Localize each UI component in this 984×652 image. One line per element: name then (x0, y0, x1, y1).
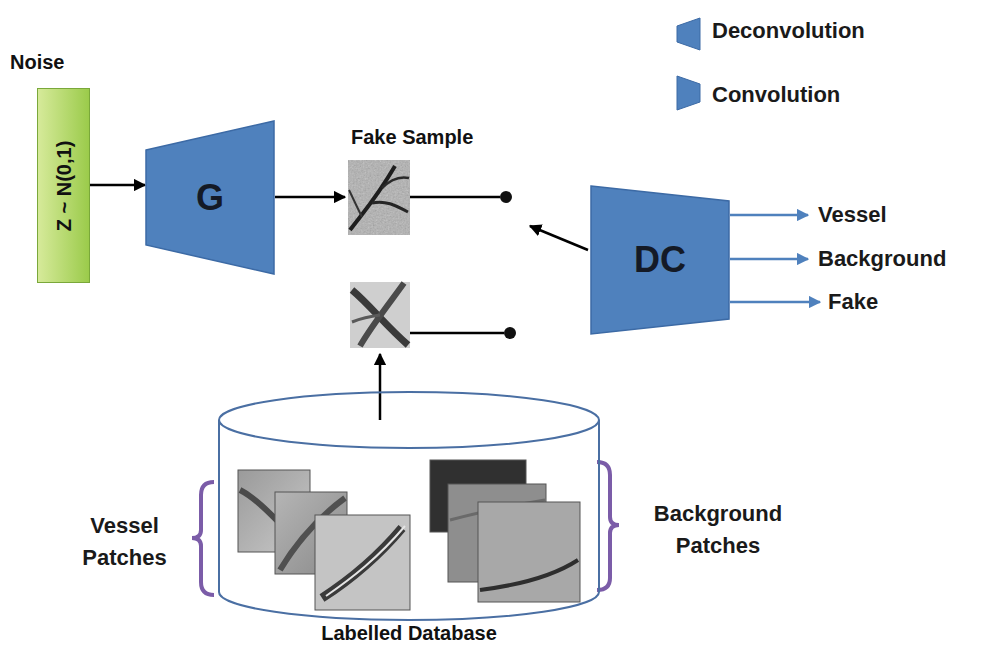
database-cylinder (218, 390, 600, 648)
node-trapDown: DC (590, 185, 730, 335)
switch-wire (410, 196, 500, 199)
bracket (192, 482, 214, 595)
output-arrow (730, 301, 820, 304)
noise-bar: Z ~ N(0,1) (37, 88, 90, 283)
legend-text: Convolution (712, 82, 840, 108)
node-trapUp: G (145, 120, 275, 275)
convolution-icon (677, 76, 700, 110)
trapezoid (591, 186, 729, 334)
node-heading: Noise (10, 50, 90, 74)
switch-dot (500, 191, 512, 203)
distribution-label: Z ~ N(0,1) (52, 140, 75, 231)
switch-dot (504, 327, 516, 339)
cylinder-body (219, 420, 599, 620)
patch-group-label: Vessel Patches (62, 510, 187, 574)
output-class: Background (818, 246, 978, 272)
output-arrow (730, 214, 808, 217)
network-name: DC (634, 239, 686, 281)
output-class: Fake (828, 289, 978, 315)
cylinder-top (219, 392, 599, 448)
bracket (597, 462, 619, 590)
node-noise: Noise Z ~ N(0,1) (10, 50, 90, 283)
node-heading: Fake Sample (345, 125, 515, 237)
database-label: Labelled Database (218, 622, 600, 644)
switch-arrow (530, 226, 588, 250)
output-arrow (730, 258, 808, 261)
sample-heading: Fake Sample (351, 125, 515, 149)
network-name: G (196, 177, 224, 219)
connector-arrow (275, 196, 345, 199)
legend-text: Deconvolution (712, 18, 865, 44)
vessel-patches (238, 470, 410, 610)
trapezoid (146, 121, 274, 274)
switch-wire (410, 332, 504, 335)
connector-arrow (90, 184, 145, 187)
background-patches (430, 460, 580, 602)
node-cylinder: Labelled Database (218, 390, 600, 648)
fake-sample-image (348, 160, 410, 235)
patch-group-label: Background Patches (628, 498, 808, 562)
sample-arrow (379, 354, 382, 420)
deconvolution-icon (677, 18, 700, 50)
real-sample-image (350, 282, 410, 348)
output-class: Vessel (818, 202, 968, 228)
